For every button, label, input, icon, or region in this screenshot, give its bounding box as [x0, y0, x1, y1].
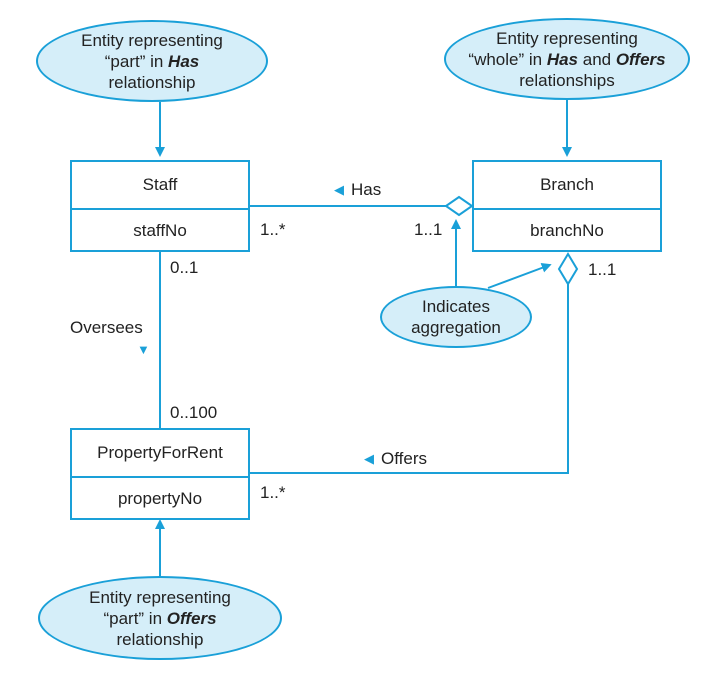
- aggregation-callout-line2: aggregation: [411, 318, 501, 337]
- oversees-label: Oversees: [70, 318, 143, 337]
- branch-callout-line2-bold: Has: [546, 49, 579, 69]
- staff-entity-name: Staff: [142, 175, 178, 194]
- branch-entity-attribute: branchNo: [474, 208, 660, 252]
- offers-aggregation-diamond-icon: [557, 252, 579, 286]
- branch-whole-callout: Entity representing “whole” in Has and O…: [444, 18, 690, 100]
- offers-branch-multiplicity: 1..1: [588, 260, 617, 279]
- staff-entity[interactable]: Staff staffNo: [70, 160, 250, 252]
- left-triangle-icon: ◀: [334, 182, 344, 197]
- staff-callout-line2-bold: Has: [168, 51, 200, 71]
- property-entity-attribute: propertyNo: [72, 476, 248, 520]
- oversees-staff-multiplicity: 0..1: [170, 258, 199, 277]
- branch-callout-line3: relationships: [519, 70, 615, 90]
- property-part-callout: Entity representing “part” in Offers rel…: [38, 576, 282, 660]
- property-callout-line2-pre: “part” in: [103, 608, 167, 628]
- property-for-rent-entity[interactable]: PropertyForRent propertyNo: [70, 428, 250, 520]
- offers-relationship-label: ◀ Offers: [364, 449, 427, 469]
- staff-callout-line2-pre: “part” in: [104, 51, 169, 71]
- left-triangle-icon: ◀: [364, 451, 374, 466]
- property-callout-line3: relationship: [116, 629, 204, 649]
- has-staff-multiplicity: 1..*: [260, 220, 286, 239]
- has-branch-multiplicity: 1..1: [414, 220, 443, 239]
- property-callout-line2-bold: Offers: [166, 608, 217, 628]
- staff-entity-attribute: staffNo: [72, 208, 248, 252]
- oversees-property-multiplicity: 0..100: [170, 403, 218, 422]
- aggregation-callout: Indicates aggregation: [380, 286, 532, 348]
- aggregation-pointer-offers: [487, 263, 552, 289]
- branch-callout-line2-pre: “whole” in: [468, 49, 547, 69]
- property-callout-line2: “part” in Offers: [103, 608, 216, 629]
- has-aggregation-diamond-icon: [444, 195, 474, 217]
- staff-part-callout: Entity representing “part” in Has relati…: [36, 20, 268, 102]
- has-relationship-label: ◀ Has: [334, 180, 381, 200]
- branch-entity-name: Branch: [540, 175, 594, 194]
- property-callout-line1: Entity representing: [89, 587, 231, 607]
- staff-callout-line3: relationship: [108, 72, 196, 92]
- has-label-text: Has: [351, 180, 382, 199]
- staff-callout-line2: “part” in Has: [105, 51, 199, 72]
- aggregation-callout-line1: Indicates: [421, 297, 491, 316]
- property-entity-name: PropertyForRent: [97, 443, 223, 462]
- branch-callout-line2-bold2: Offers: [615, 49, 666, 69]
- branch-callout-line2-mid: and: [578, 49, 616, 69]
- offers-label-text: Offers: [381, 449, 427, 468]
- staff-callout-line1: Entity representing: [81, 30, 223, 50]
- branch-callout-line1: Entity representing: [496, 28, 638, 48]
- down-triangle-icon: ▼: [137, 342, 150, 357]
- branch-callout-line2: “whole” in Has and Offers: [468, 49, 665, 70]
- branch-entity[interactable]: Branch branchNo: [472, 160, 662, 252]
- offers-connector: [250, 284, 569, 474]
- offers-property-multiplicity: 1..*: [260, 483, 286, 502]
